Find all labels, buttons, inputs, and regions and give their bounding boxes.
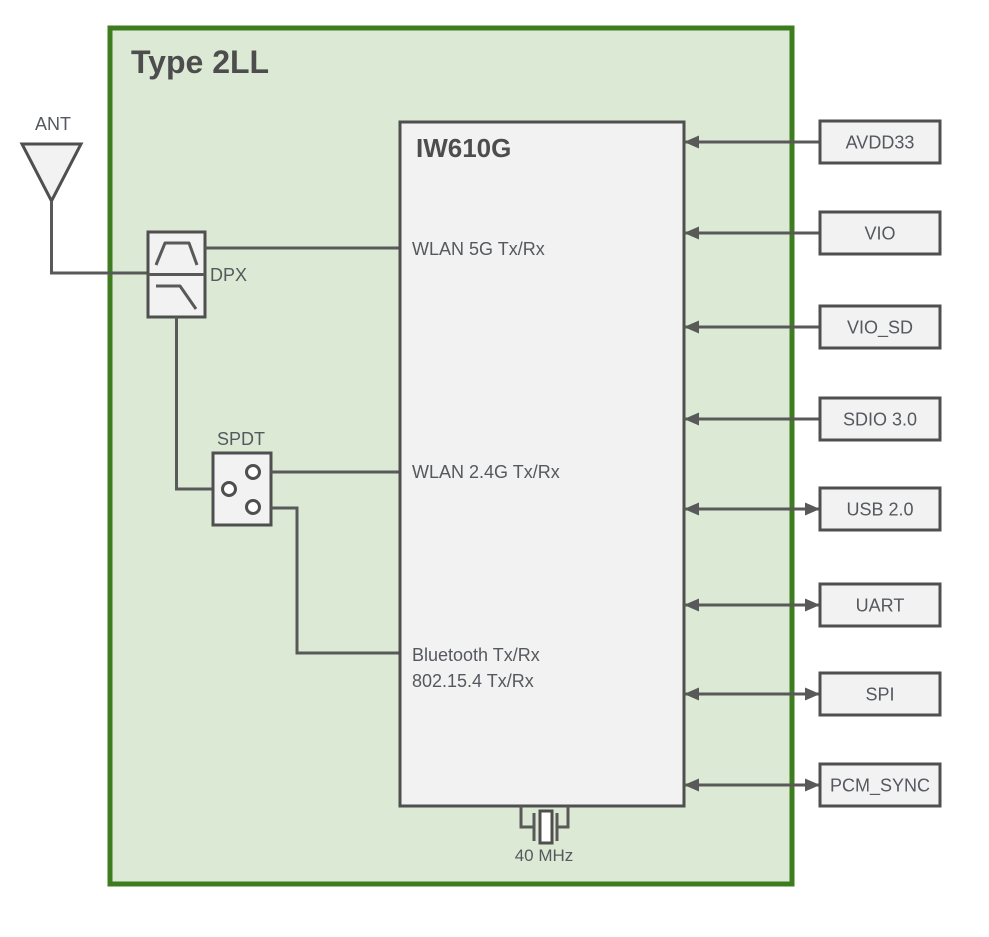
arrowhead-to-chip-icon [684, 320, 699, 334]
interface-label: AVDD33 [846, 133, 915, 153]
interface-row-spi: SPI [684, 671, 942, 717]
module-title: Type 2LL [131, 44, 269, 80]
rf-switch-block [211, 451, 273, 527]
interface-row-usb: USB 2.0 [684, 486, 942, 532]
crystal-label: 40 MHz [515, 846, 574, 865]
interface-row-vio-sd: VIO_SD [684, 304, 942, 350]
interface-box [818, 119, 942, 165]
antenna-to-diplexer-wire [50, 201, 148, 275]
arrowhead-to-host-icon [805, 778, 820, 792]
arrowhead-to-host-icon [805, 598, 820, 612]
chip-title: IW610G [416, 133, 511, 163]
interface-row-avdd33: AVDD33 [684, 119, 942, 165]
interface-label: USB 2.0 [846, 500, 913, 520]
lowpass-filter-icon [156, 284, 198, 310]
interface-row-uart: UART [684, 582, 942, 628]
chip-port-bluetooth: Bluetooth Tx/Rx [412, 645, 540, 665]
interface-label: VIO_SD [847, 318, 913, 339]
interface-box [818, 396, 942, 442]
crystal-left-stub [519, 806, 534, 829]
arrowhead-to-host-icon [805, 687, 820, 701]
interface-label: SDIO 3.0 [843, 410, 917, 430]
switch-to-bluetooth-wire [271, 506, 400, 655]
arrowhead-to-chip-icon [684, 502, 699, 516]
antenna-label: ANT [35, 114, 71, 134]
interface-row-pcm-sync: PCM_SYNC [684, 762, 942, 808]
diplexer-to-switch-wire [175, 317, 213, 491]
chip-port-802154: 802.15.4 Tx/Rx [412, 671, 534, 691]
interface-label: UART [856, 596, 905, 616]
interface-label: PCM_SYNC [830, 776, 930, 797]
interface-box [818, 304, 942, 350]
interface-box [818, 486, 942, 532]
arrowhead-to-chip-icon [684, 598, 699, 612]
crystal-icon [519, 806, 570, 845]
crystal-right-stub [557, 806, 570, 829]
interface-row-sdio: SDIO 3.0 [684, 396, 942, 442]
interface-box [818, 762, 942, 808]
antenna-icon [19, 142, 84, 205]
arrowhead-to-host-icon [805, 502, 820, 516]
switch-common-node [221, 481, 237, 497]
chip-port-wlan5g: WLAN 5G Tx/Rx [412, 239, 545, 259]
switch-node-2 [245, 499, 261, 515]
bandpass-filter-icon [154, 241, 199, 266]
interface-label: VIO [864, 224, 895, 244]
interface-label: SPI [865, 685, 894, 705]
chip-port-wlan24g: WLAN 2.4G Tx/Rx [412, 462, 560, 482]
arrowhead-to-chip-icon [684, 687, 699, 701]
arrowhead-to-chip-icon [684, 778, 699, 792]
switch-node-1 [245, 464, 261, 480]
interface-row-vio: VIO [684, 210, 942, 256]
diplexer-label: DPX [210, 265, 247, 285]
rf-switch-label: SPDT [217, 429, 265, 449]
chip-box [398, 120, 686, 808]
diplexer-block [146, 230, 207, 319]
interface-box [818, 671, 942, 717]
interface-box [818, 582, 942, 628]
crystal-body [538, 809, 554, 845]
arrowhead-to-chip-icon [684, 135, 699, 149]
interface-box [818, 210, 942, 256]
arrowhead-to-chip-icon [684, 226, 699, 240]
arrowhead-to-chip-icon [684, 412, 699, 426]
